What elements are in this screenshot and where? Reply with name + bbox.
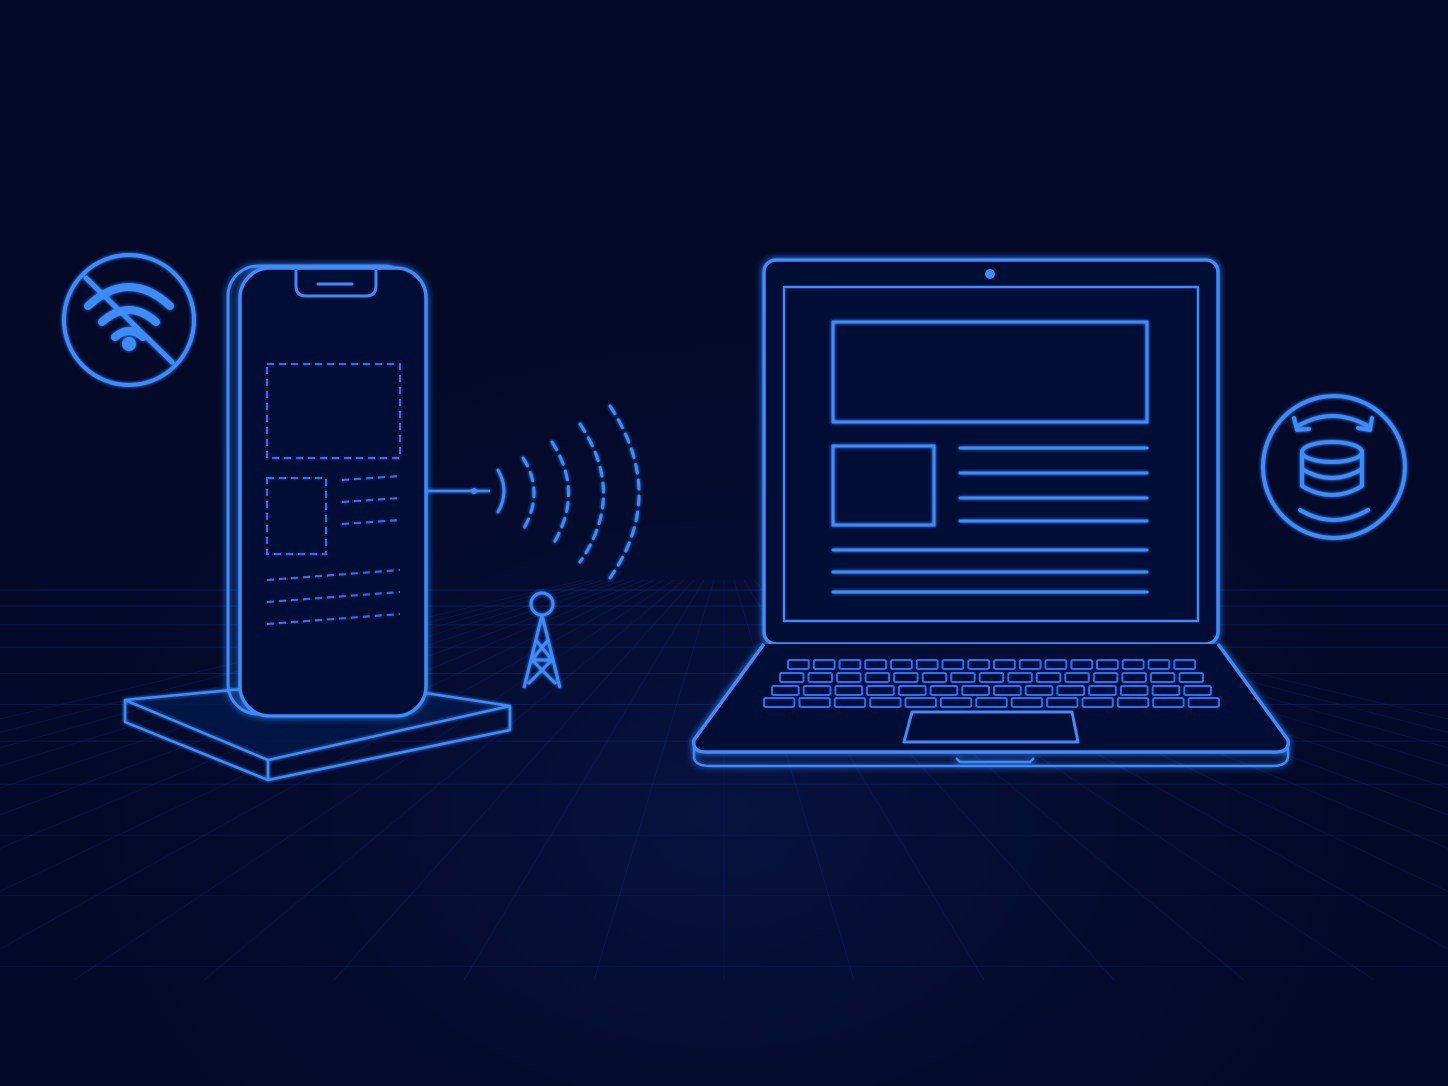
keyboard-key (890, 659, 913, 670)
keyboard-key (1088, 685, 1117, 696)
keyboard-key (864, 672, 891, 683)
database-sync-icon (1261, 394, 1407, 540)
keyboard-key (779, 672, 805, 683)
keyboard-key (1044, 659, 1068, 670)
keyboard-key (1070, 659, 1094, 670)
keyboard-key (838, 659, 862, 670)
keyboard-key (993, 659, 1016, 670)
keyboard-key (869, 697, 902, 708)
keyboard-key (1149, 672, 1176, 683)
keyboard-key (1024, 685, 1054, 696)
grid-line (0, 579, 645, 849)
keyboard-key (807, 672, 833, 683)
keyboard-key (1056, 685, 1086, 696)
smartphone-icon (226, 264, 428, 718)
grid-line (73, 579, 675, 981)
keyboard-key (1007, 672, 1033, 683)
keyboard-key (1064, 672, 1090, 683)
phone-signal-connector (426, 488, 490, 494)
keyboard-key (1178, 672, 1204, 683)
keyboard-key (950, 672, 976, 683)
laptop-screen-wireframe (831, 320, 1149, 594)
keyboard-key (798, 697, 831, 708)
laptop-keyboard (763, 659, 1220, 708)
keyboard-key (939, 697, 973, 708)
keyboard-key (975, 697, 1008, 708)
grid-line (0, 579, 635, 816)
grid-line (203, 579, 685, 981)
keyboard-key (921, 672, 948, 683)
wifi-off-icon (62, 253, 196, 387)
keyboard-key (834, 685, 864, 696)
keyboard-key (866, 685, 895, 696)
keyboard-key (915, 659, 939, 670)
laptop-icon (692, 258, 1290, 768)
keyboard-key (771, 685, 800, 696)
keyboard-key (763, 697, 796, 708)
keyboard-key (1187, 697, 1220, 708)
wireless-signal-icon (496, 404, 641, 580)
grid-line (333, 579, 695, 981)
keyboard-key (893, 672, 919, 683)
keyboard-key (967, 659, 991, 670)
keyboard-key (929, 685, 959, 696)
keyboard-key (1116, 697, 1150, 708)
keyboard-key (812, 659, 836, 670)
grid-line (733, 579, 855, 981)
radio-tower-icon (522, 591, 562, 689)
keyboard-key (787, 659, 810, 670)
keyboard-key (961, 685, 990, 696)
keyboard-key (1035, 672, 1062, 683)
keyboard-key (1183, 685, 1213, 696)
keyboard-key (864, 659, 888, 670)
keyboard-key (1096, 659, 1119, 670)
keyboard-key (1152, 697, 1185, 708)
keyboard-key (1147, 659, 1171, 670)
phone-screen-wireframe (265, 362, 402, 626)
grid-line (593, 579, 715, 981)
keyboard-key (1121, 672, 1147, 683)
keyboard-key (1018, 659, 1042, 670)
keyboard-key (802, 685, 832, 696)
keyboard-key (1119, 685, 1149, 696)
keyboard-key (1151, 685, 1181, 696)
grid-line (0, 579, 655, 892)
keyboard-key (833, 697, 867, 708)
keyboard-key (1092, 672, 1119, 683)
keyboard-key (941, 659, 965, 670)
keyboard-key (1081, 697, 1114, 708)
keyboard-key (1010, 697, 1044, 708)
keyboard-key (904, 697, 937, 708)
keyboard-key (836, 672, 862, 683)
grid-line (463, 579, 705, 981)
keyboard-key (978, 672, 1005, 683)
keyboard-key (897, 685, 927, 696)
keyboard-key (1046, 697, 1079, 708)
keyboard-key (1121, 659, 1145, 670)
keyboard-key (1173, 659, 1197, 670)
keyboard-key (993, 685, 1022, 696)
